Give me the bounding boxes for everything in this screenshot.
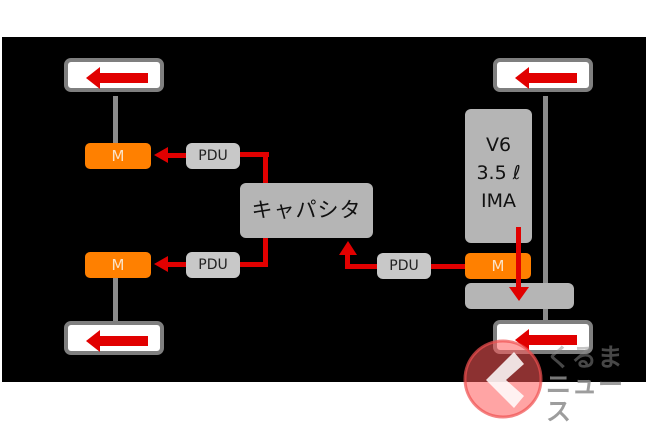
motor-label: M bbox=[491, 257, 505, 275]
flow-line bbox=[163, 262, 187, 267]
motor-left-bottom: M bbox=[85, 252, 151, 278]
flow-line bbox=[345, 252, 350, 269]
flow-line bbox=[239, 262, 268, 267]
pdu-label: PDU bbox=[389, 258, 419, 274]
watermark-line2: ニュース bbox=[546, 370, 625, 426]
flow-line bbox=[345, 264, 377, 269]
flow-line bbox=[239, 152, 269, 157]
pdu-center: PDU bbox=[377, 253, 431, 279]
capacitor-label: キャパシタ bbox=[251, 198, 362, 222]
watermark-logo-icon bbox=[463, 339, 543, 419]
arrow-head-left-icon bbox=[154, 256, 168, 272]
pdu-label: PDU bbox=[198, 148, 228, 164]
motor-label: M bbox=[111, 147, 125, 165]
engine-type-label: V6 bbox=[485, 134, 512, 156]
capacitor-block: キャパシタ bbox=[240, 183, 373, 238]
pdu-left-bottom: PDU bbox=[186, 252, 240, 278]
flow-line bbox=[516, 227, 521, 289]
flow-line bbox=[263, 152, 268, 184]
arrow-left-icon bbox=[515, 329, 577, 351]
left-bottom-shaft bbox=[113, 277, 118, 322]
motor-label: M bbox=[111, 256, 125, 274]
arrow-left-icon bbox=[515, 67, 577, 89]
engine-displacement-label: 3.5 ℓ bbox=[476, 162, 521, 184]
arrow-head-down-icon bbox=[509, 287, 529, 301]
wheel-front-left-bottom bbox=[64, 321, 164, 355]
motor-right: M bbox=[465, 253, 531, 279]
watermark-line1: くるま bbox=[546, 343, 624, 372]
arrow-left-icon bbox=[86, 67, 148, 89]
motor-left-top: M bbox=[85, 143, 151, 169]
engine-block: V6 3.5 ℓ IMA bbox=[465, 109, 532, 243]
arrow-head-left-icon bbox=[154, 147, 168, 163]
wheel-rear-right-top bbox=[493, 58, 593, 92]
pdu-label: PDU bbox=[198, 257, 228, 273]
flow-line bbox=[430, 264, 466, 269]
engine-system-label: IMA bbox=[481, 190, 516, 212]
pdu-left-top: PDU bbox=[186, 143, 240, 169]
right-shaft bbox=[543, 96, 548, 324]
arrow-left-icon bbox=[86, 330, 148, 352]
left-top-shaft bbox=[113, 96, 118, 146]
watermark-text: くるま ニュース bbox=[546, 344, 646, 425]
flow-line bbox=[163, 153, 187, 158]
wheel-front-left-top bbox=[64, 58, 164, 92]
flow-line bbox=[263, 237, 268, 267]
arrow-head-up-icon bbox=[339, 241, 357, 255]
